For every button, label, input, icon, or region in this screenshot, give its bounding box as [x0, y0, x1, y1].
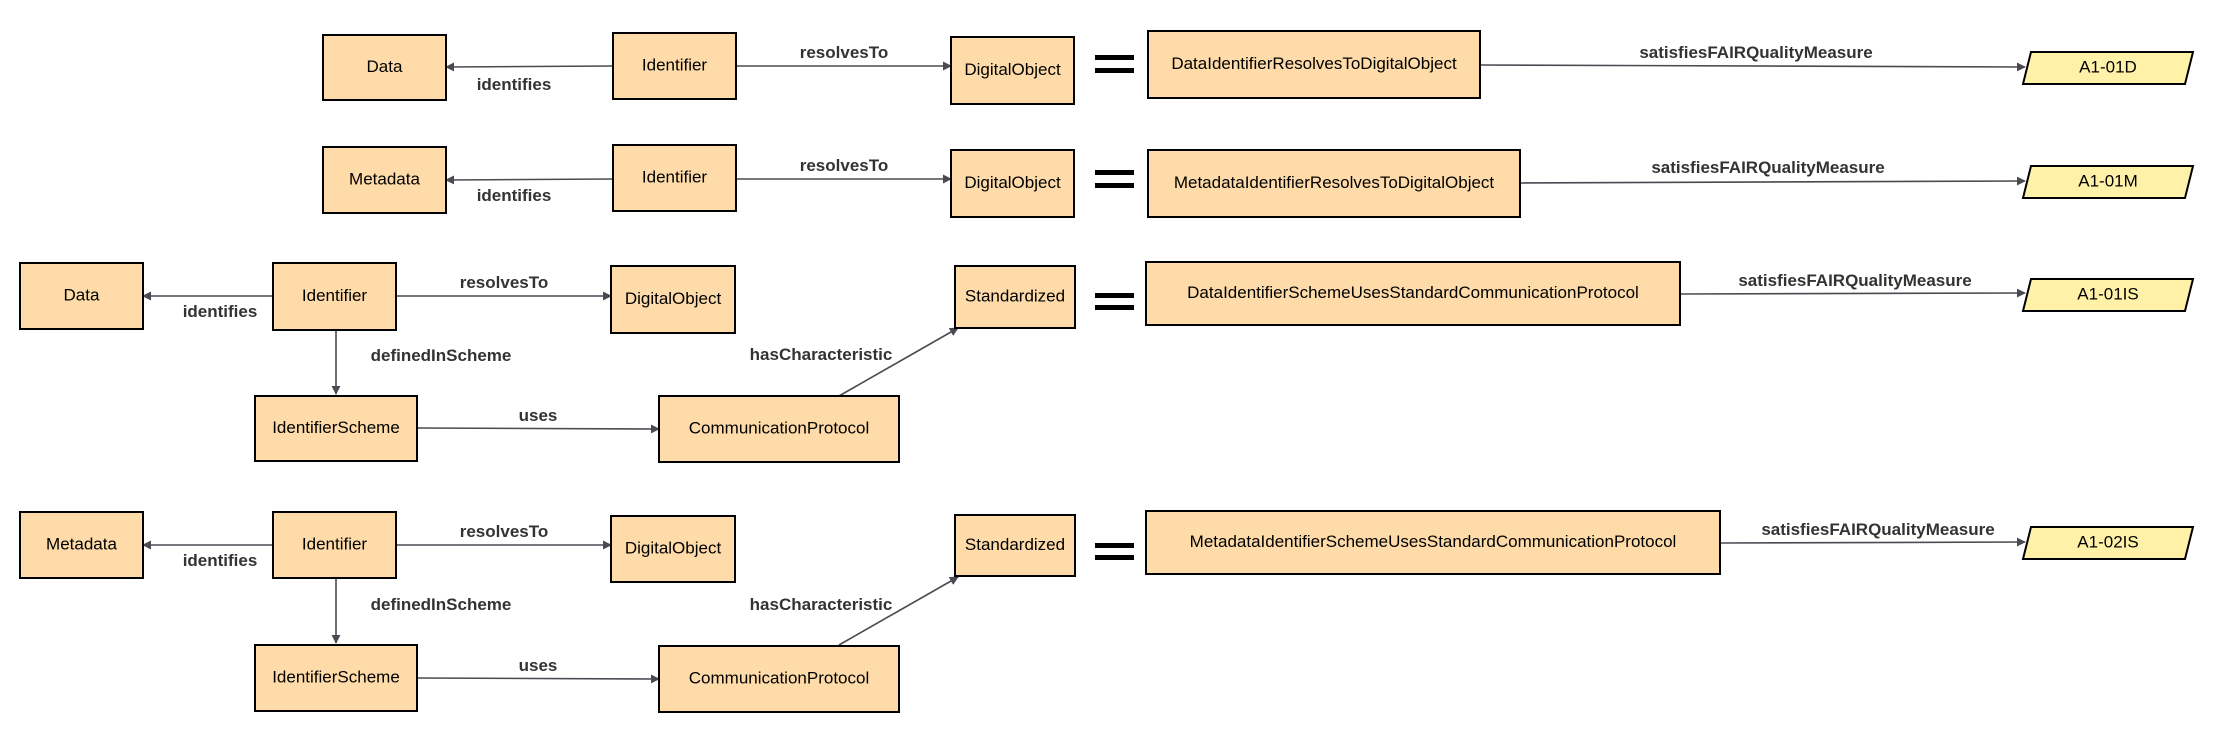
node-label: IdentifierScheme	[272, 667, 400, 686]
node-digital-object: DigitalObject	[610, 265, 736, 334]
node-identifier: Identifier	[272, 511, 397, 579]
edge-satisfies-measure	[1719, 537, 2026, 547]
node-label: Identifier	[642, 55, 708, 74]
measure-label: A1-01M	[2078, 171, 2138, 190]
measure-label: A1-01D	[2079, 57, 2137, 76]
node-label: Standardized	[965, 535, 1065, 554]
row-4: identifies resolvesTo definedInScheme us…	[19, 510, 2195, 713]
node-label: MetadataIdentifierSchemeUsesStandardComm…	[1190, 532, 1677, 551]
edge-satisfies-measure	[1519, 176, 2026, 186]
node-data: Data	[19, 262, 144, 330]
node-label: Data	[367, 57, 403, 76]
edge-label-identifies: identifies	[183, 551, 258, 570]
node-communication-protocol: CommunicationProtocol	[658, 645, 900, 713]
node-label: Identifier	[642, 167, 708, 186]
edge-label-satisfies: satisfiesFAIRQualityMeasure	[1738, 271, 1971, 290]
node-label: CommunicationProtocol	[689, 668, 869, 687]
edge-uses	[416, 424, 660, 434]
node-label: DataIdentifierSchemeUsesStandardCommunic…	[1187, 283, 1639, 302]
edge-has-characteristic	[838, 576, 959, 646]
row-2: identifies resolvesTo satisfiesFAIRQuali…	[322, 144, 2195, 218]
row-3: identifies resolvesTo definedInScheme us…	[19, 261, 2195, 463]
edge-label-resolves-to: resolvesTo	[460, 522, 549, 541]
edge-has-characteristic	[838, 327, 959, 397]
node-quality-measure: A1-01M	[2021, 165, 2195, 199]
node-identifier-scheme: IdentifierScheme	[254, 644, 418, 712]
edge-label-satisfies: satisfiesFAIRQualityMeasure	[1761, 520, 1994, 539]
edge-label-defined-in-scheme: definedInScheme	[371, 595, 512, 614]
edge-satisfies-measure	[1479, 62, 2026, 72]
edge-label-defined-in-scheme: definedInScheme	[371, 346, 512, 365]
edge-label-identifies: identifies	[477, 186, 552, 205]
edge-label-identifies: identifies	[183, 302, 258, 321]
edge-label-uses: uses	[519, 406, 558, 425]
node-label: MetadataIdentifierResolvesToDigitalObjec…	[1174, 173, 1495, 192]
edge-label-satisfies: satisfiesFAIRQualityMeasure	[1639, 43, 1872, 62]
node-quality-measure: A1-02IS	[2021, 526, 2195, 560]
equals-sign	[1095, 55, 1134, 73]
measure-label: A1-02IS	[2077, 532, 2138, 551]
edge-label-resolves-to: resolvesTo	[800, 156, 889, 175]
node-standardized: Standardized	[954, 265, 1076, 329]
node-data: Data	[322, 34, 447, 101]
equals-sign	[1095, 170, 1134, 188]
node-label: DigitalObject	[625, 538, 722, 557]
node-composite: MetadataIdentifierSchemeUsesStandardComm…	[1145, 510, 1721, 575]
node-composite: DataIdentifierResolvesToDigitalObject	[1147, 30, 1481, 99]
node-label: DigitalObject	[964, 60, 1061, 79]
node-label: DigitalObject	[625, 289, 722, 308]
node-label: Identifier	[302, 286, 368, 305]
node-label: Metadata	[349, 169, 420, 188]
edge-satisfies-measure	[1679, 288, 2026, 298]
node-digital-object: DigitalObject	[950, 149, 1075, 218]
node-quality-measure: A1-01IS	[2021, 278, 2195, 312]
node-label: DataIdentifierResolvesToDigitalObject	[1171, 54, 1457, 73]
edge-label-resolves-to: resolvesTo	[800, 43, 889, 62]
edge-uses	[416, 674, 660, 684]
node-label: Metadata	[46, 534, 117, 553]
node-label: IdentifierScheme	[272, 418, 400, 437]
node-digital-object: DigitalObject	[610, 515, 736, 583]
node-data: Metadata	[322, 146, 447, 214]
equals-sign	[1095, 293, 1134, 310]
edge-label-uses: uses	[519, 656, 558, 675]
node-composite: DataIdentifierSchemeUsesStandardCommunic…	[1145, 261, 1681, 326]
edge-identifies	[445, 62, 614, 72]
equals-sign	[1095, 543, 1134, 560]
edge-label-identifies: identifies	[477, 75, 552, 94]
node-data: Metadata	[19, 511, 144, 579]
row-1: identifies resolvesTo satisfiesFAIRQuali…	[322, 30, 2195, 105]
node-digital-object: DigitalObject	[950, 36, 1075, 105]
node-quality-measure: A1-01D	[2021, 51, 2195, 85]
node-identifier: Identifier	[612, 144, 737, 212]
edge-label-resolves-to: resolvesTo	[460, 273, 549, 292]
node-composite: MetadataIdentifierResolvesToDigitalObjec…	[1147, 149, 1521, 218]
node-identifier-scheme: IdentifierScheme	[254, 395, 418, 462]
node-label: Standardized	[965, 286, 1065, 305]
edge-label-has-characteristic: hasCharacteristic	[750, 345, 893, 364]
node-communication-protocol: CommunicationProtocol	[658, 395, 900, 463]
edge-label-satisfies: satisfiesFAIRQualityMeasure	[1651, 158, 1884, 177]
node-label: CommunicationProtocol	[689, 418, 869, 437]
node-label: Data	[64, 285, 100, 304]
edge-identifies	[445, 175, 614, 185]
measure-label: A1-01IS	[2077, 284, 2138, 303]
node-label: DigitalObject	[964, 173, 1061, 192]
node-identifier: Identifier	[272, 262, 397, 331]
node-label: Identifier	[302, 534, 368, 553]
edge-label-has-characteristic: hasCharacteristic	[750, 595, 893, 614]
node-standardized: Standardized	[954, 514, 1076, 577]
node-identifier: Identifier	[612, 32, 737, 100]
